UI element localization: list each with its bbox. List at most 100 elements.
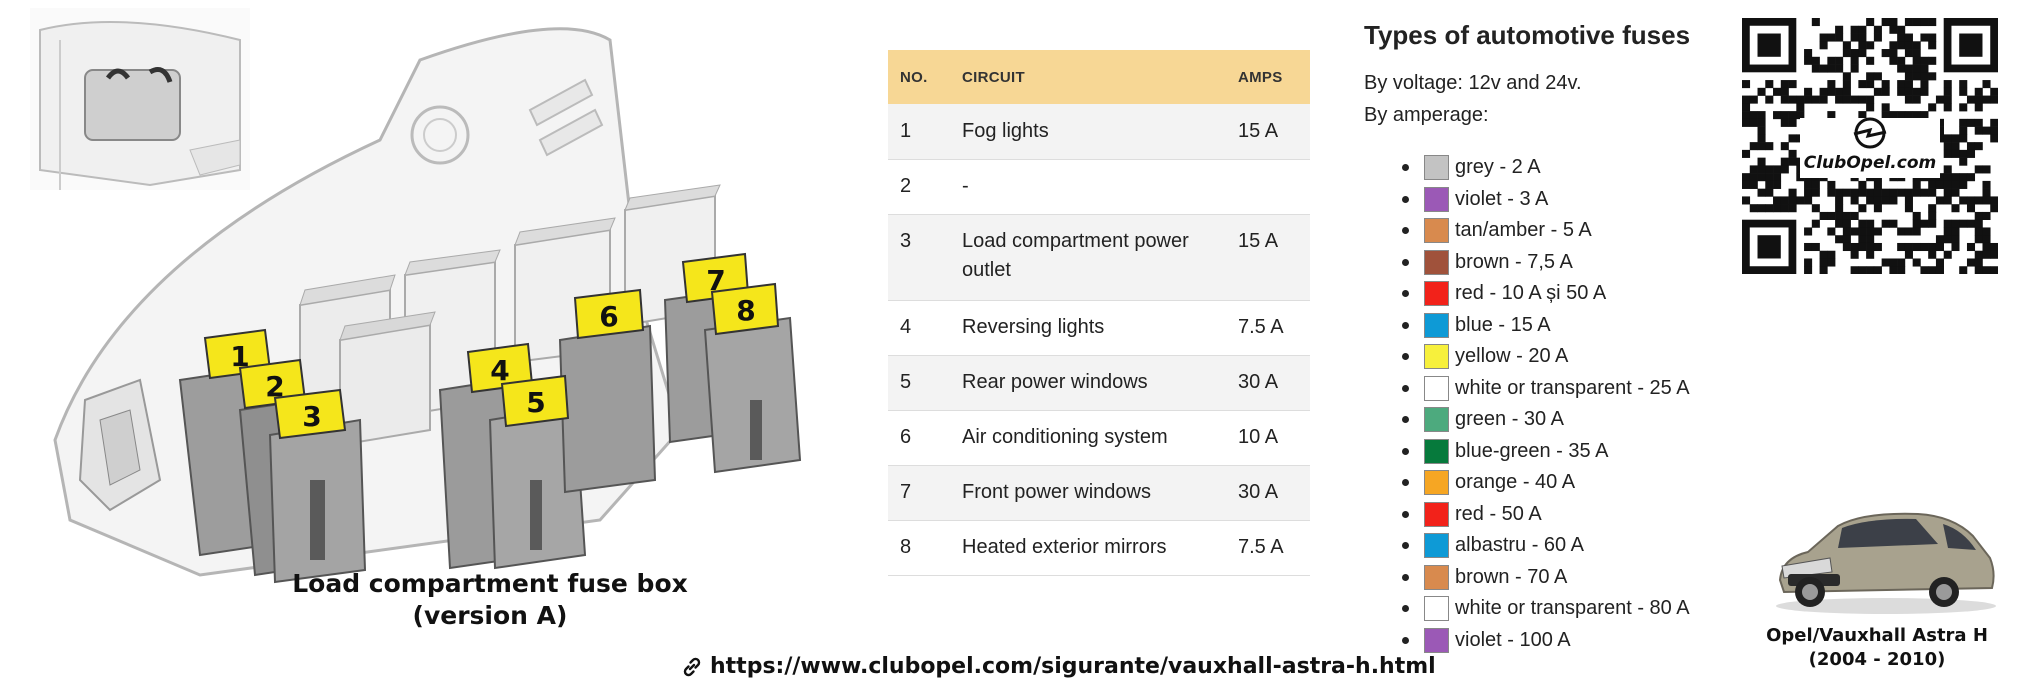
fuse-table: NO. CIRCUIT AMPS 1 Fog lights 15 A 2 - 3…: [888, 50, 1310, 576]
legend-label: orange - 40 A: [1455, 471, 1576, 494]
color-swatch: [1424, 627, 1449, 653]
legend-item: red - 10 A și 50 A: [1402, 278, 1690, 310]
source-url[interactable]: https://www.clubopel.com/sigurante/vauxh…: [710, 654, 1436, 679]
bullet-icon: [1402, 447, 1409, 455]
legend-label: green - 30 A: [1455, 408, 1564, 431]
legend-label: tan/amber - 5 A: [1455, 219, 1592, 242]
bullet-icon: [1402, 384, 1409, 392]
car-caption: Opel/Vauxhall Astra H (2004 - 2010): [1742, 624, 2012, 672]
bullet-icon: [1402, 290, 1409, 298]
legend-item: brown - 7,5 A: [1402, 247, 1690, 279]
legend-label: violet - 3 A: [1455, 187, 1549, 210]
legend-label: yellow - 20 A: [1455, 345, 1569, 368]
bullet-icon: [1402, 164, 1409, 172]
fuse-box-diagram: 1 2 3 4 5 6 7 8: [30, 8, 802, 584]
cell-amps: 15 A: [1226, 214, 1310, 301]
legend-label: brown - 7,5 A: [1455, 250, 1573, 273]
fuse-color-legend: grey - 2 A violet - 3 A tan/amber - 5 A bro…: [1402, 152, 1690, 656]
cell-no: 7: [888, 465, 950, 521]
bullet-icon: [1402, 416, 1409, 424]
cell-amps: 7.5 A: [1226, 520, 1310, 576]
legend-item: blue-green - 35 A: [1402, 436, 1690, 468]
legend-label: white or transparent - 80 A: [1455, 597, 1690, 620]
fuse-5: 5: [500, 374, 570, 428]
color-swatch: [1424, 375, 1449, 401]
cell-amps: 30 A: [1226, 465, 1310, 521]
table-row: 5 Rear power windows 30 A: [888, 355, 1310, 411]
color-swatch: [1424, 407, 1449, 433]
bullet-icon: [1402, 321, 1409, 329]
legend-label: albastru - 60 A: [1455, 534, 1584, 557]
fuse-label-4: 4: [490, 354, 509, 387]
fuse-6: 6: [573, 288, 645, 340]
color-swatch: [1424, 249, 1449, 275]
bullet-icon: [1402, 636, 1409, 644]
bullet-icon: [1402, 353, 1409, 361]
fuse-label-2: 2: [265, 370, 284, 403]
legend-item: albastru - 60 A: [1402, 530, 1690, 562]
cell-no: 8: [888, 520, 950, 576]
source-link[interactable]: https://www.clubopel.com/sigurante/vauxh…: [680, 654, 1436, 679]
cell-circuit: Reversing lights: [950, 300, 1226, 356]
color-swatch: [1424, 501, 1449, 527]
diagram-caption-line2: (version A): [412, 601, 568, 630]
legend-label: brown - 70 A: [1455, 565, 1568, 588]
legend-item: grey - 2 A: [1402, 152, 1690, 184]
legend-label: blue-green - 35 A: [1455, 439, 1609, 462]
legend-item: brown - 70 A: [1402, 562, 1690, 594]
legend-item: violet - 100 A: [1402, 625, 1690, 657]
table-row: 6 Air conditioning system 10 A: [888, 410, 1310, 466]
color-swatch: [1424, 312, 1449, 338]
legend-item: white or transparent - 25 A: [1402, 373, 1690, 405]
color-swatch: [1424, 218, 1449, 244]
table-row: 3 Load compartment power outlet 15 A: [888, 214, 1310, 301]
table-row: 2 -: [888, 159, 1310, 215]
legend-item: blue - 15 A: [1402, 310, 1690, 342]
cell-no: 6: [888, 410, 950, 466]
bullet-icon: [1402, 195, 1409, 203]
table-header-row: NO. CIRCUIT AMPS: [888, 50, 1310, 104]
diagram-caption-line1: Load compartment fuse box: [292, 569, 688, 598]
legend-label: white or transparent - 25 A: [1455, 376, 1690, 399]
car-image: [1776, 512, 1996, 614]
cell-circuit: Air conditioning system: [950, 410, 1226, 466]
table-row: 4 Reversing lights 7.5 A: [888, 300, 1310, 356]
legend-item: green - 30 A: [1402, 404, 1690, 436]
legend-label: red - 50 A: [1455, 502, 1542, 525]
diagram-caption: Load compartment fuse box (version A): [290, 568, 690, 632]
fuse-3: 3: [273, 388, 347, 440]
fuse-label-3: 3: [302, 400, 321, 433]
cell-circuit: Rear power windows: [950, 355, 1226, 411]
fuse-4: 4: [466, 342, 534, 394]
legend-item: yellow - 20 A: [1402, 341, 1690, 373]
cell-amps: 30 A: [1226, 355, 1310, 411]
color-swatch: [1424, 344, 1449, 370]
car-caption-line1: Opel/Vauxhall Astra H: [1766, 625, 1988, 646]
cell-no: 5: [888, 355, 950, 411]
bullet-icon: [1402, 227, 1409, 235]
fuse-label-6: 6: [599, 300, 618, 333]
bullet-icon: [1402, 542, 1409, 550]
cell-circuit: Heated exterior mirrors: [950, 520, 1226, 576]
cell-circuit: Fog lights: [950, 104, 1226, 160]
relay-blocks: [299, 184, 721, 447]
cell-circuit: Load compartment power outlet: [950, 214, 1226, 301]
legend-label: violet - 100 A: [1455, 628, 1571, 651]
link-icon: [683, 657, 701, 676]
table-row: 7 Front power windows 30 A: [888, 465, 1310, 521]
trunk-inset-thumbnail: [30, 8, 250, 190]
legend-item: red - 50 A: [1402, 499, 1690, 531]
cell-no: 4: [888, 300, 950, 356]
fuse-label-5: 5: [526, 386, 545, 419]
fuse-label-1: 1: [230, 340, 249, 373]
legend-label: red - 10 A și 50 A: [1455, 282, 1607, 305]
color-swatch: [1424, 186, 1449, 212]
bullet-icon: [1402, 479, 1409, 487]
legend-label: grey - 2 A: [1455, 156, 1541, 179]
fuse-types-amperage: By amperage:: [1364, 104, 1489, 126]
legend-label: blue - 15 A: [1455, 313, 1551, 336]
fuse-label-8: 8: [736, 294, 755, 327]
cell-no: 2: [888, 159, 950, 215]
fuse-types-title: Types of automotive fuses: [1364, 20, 1691, 50]
cell-amps: 15 A: [1226, 104, 1310, 160]
